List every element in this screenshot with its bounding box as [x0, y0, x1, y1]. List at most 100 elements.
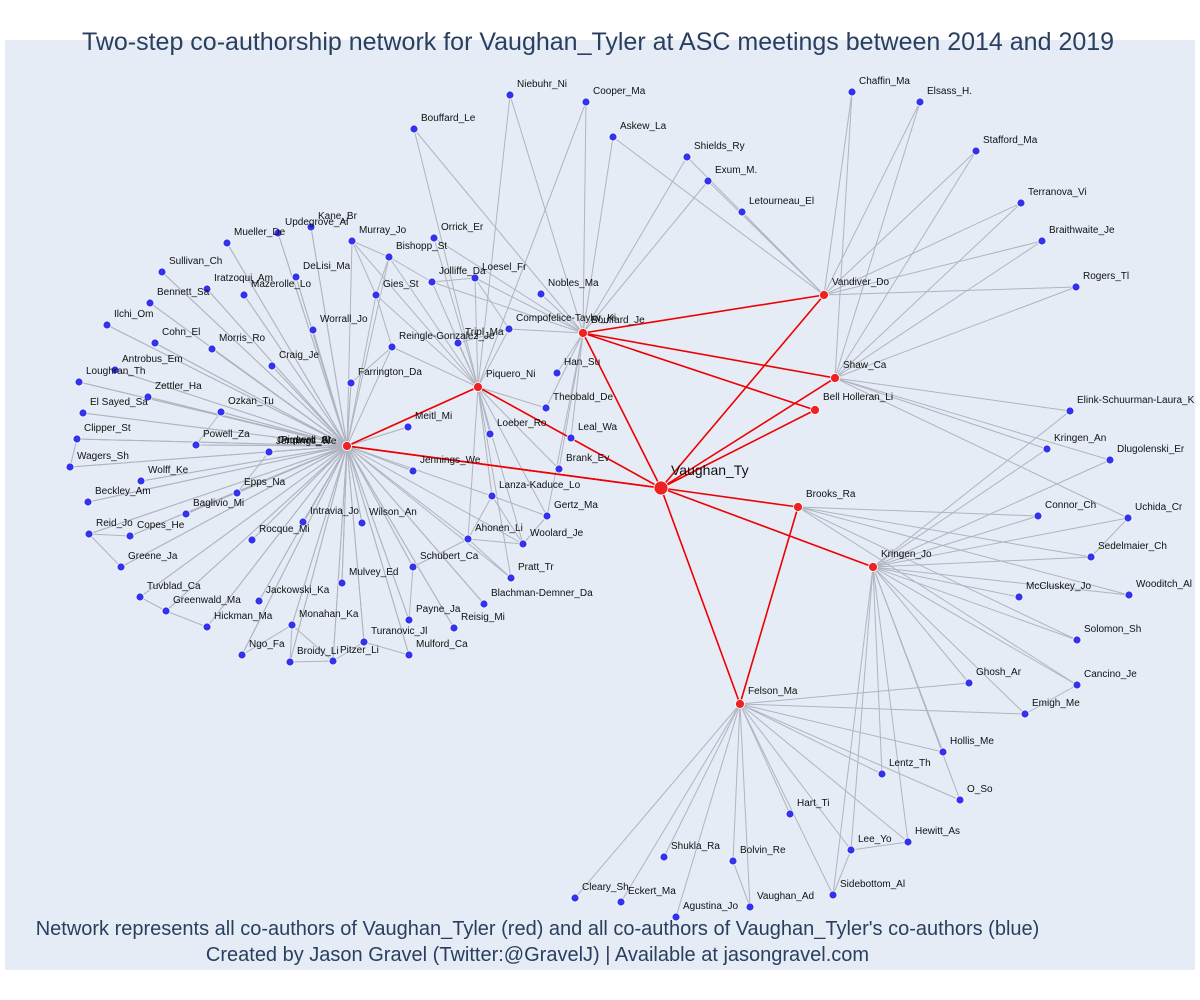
author-node[interactable] — [1086, 552, 1096, 562]
author-node[interactable] — [403, 422, 413, 432]
author-node[interactable] — [964, 678, 974, 688]
author-node[interactable] — [384, 252, 394, 262]
author-node[interactable] — [232, 488, 242, 498]
author-node[interactable] — [285, 657, 295, 667]
author-node[interactable] — [487, 491, 497, 501]
author-node[interactable] — [1033, 511, 1043, 521]
author-node[interactable] — [387, 342, 397, 352]
author-node[interactable] — [542, 511, 552, 521]
author-node[interactable] — [110, 365, 120, 375]
author-node[interactable] — [298, 517, 308, 527]
author-node[interactable] — [735, 699, 745, 709]
author-node[interactable] — [846, 845, 856, 855]
author-node[interactable] — [247, 535, 257, 545]
author-node[interactable] — [728, 856, 738, 866]
author-node[interactable] — [239, 290, 249, 300]
author-node[interactable] — [470, 273, 480, 283]
author-node[interactable] — [337, 578, 347, 588]
author-node[interactable] — [347, 236, 357, 246]
author-node[interactable] — [552, 368, 562, 378]
author-node[interactable] — [1071, 282, 1081, 292]
author-node[interactable] — [828, 890, 838, 900]
author-node[interactable] — [216, 407, 226, 417]
author-node[interactable] — [427, 277, 437, 287]
author-node[interactable] — [463, 534, 473, 544]
author-node[interactable] — [504, 324, 514, 334]
author-node[interactable] — [136, 476, 146, 486]
author-node[interactable] — [143, 392, 153, 402]
author-node[interactable] — [181, 509, 191, 519]
author-node[interactable] — [346, 378, 356, 388]
author-node[interactable] — [938, 747, 948, 757]
author-node[interactable] — [202, 622, 212, 632]
author-node[interactable] — [357, 518, 367, 528]
author-node[interactable] — [157, 267, 167, 277]
author-node[interactable] — [237, 650, 247, 660]
author-node[interactable] — [161, 606, 171, 616]
author-node[interactable] — [222, 238, 232, 248]
author-node[interactable] — [703, 176, 713, 186]
author-node[interactable] — [785, 809, 795, 819]
author-node[interactable] — [479, 599, 489, 609]
author-node[interactable] — [745, 902, 755, 912]
author-node[interactable] — [1123, 513, 1133, 523]
author-node[interactable] — [273, 228, 283, 238]
author-node[interactable] — [84, 529, 94, 539]
author-node[interactable] — [903, 837, 913, 847]
author-node[interactable] — [449, 623, 459, 633]
author-node[interactable] — [541, 403, 551, 413]
author-node[interactable] — [506, 573, 516, 583]
author-node[interactable] — [125, 531, 135, 541]
author-node[interactable] — [116, 562, 126, 572]
author-node[interactable] — [1016, 198, 1026, 208]
author-node[interactable] — [78, 408, 88, 418]
author-node[interactable] — [287, 620, 297, 630]
author-node[interactable] — [254, 596, 264, 606]
author-node[interactable] — [671, 912, 681, 922]
author-node[interactable] — [328, 656, 338, 666]
author-node[interactable] — [191, 440, 201, 450]
author-node[interactable] — [429, 233, 439, 243]
author-node[interactable] — [342, 441, 352, 451]
author-node[interactable] — [371, 290, 381, 300]
author-node[interactable] — [1020, 709, 1030, 719]
author-node[interactable] — [847, 87, 857, 97]
ego-node[interactable] — [653, 480, 669, 496]
author-node[interactable] — [1042, 444, 1052, 454]
author-node[interactable] — [72, 434, 82, 444]
author-node[interactable] — [267, 361, 277, 371]
author-node[interactable] — [608, 132, 618, 142]
author-node[interactable] — [915, 97, 925, 107]
author-node[interactable] — [868, 562, 878, 572]
author-node[interactable] — [682, 152, 692, 162]
author-node[interactable] — [83, 497, 93, 507]
author-node[interactable] — [150, 338, 160, 348]
author-node[interactable] — [473, 382, 483, 392]
author-node[interactable] — [1037, 236, 1047, 246]
author-node[interactable] — [145, 298, 155, 308]
author-node[interactable] — [65, 462, 75, 472]
author-node[interactable] — [306, 222, 316, 232]
author-node[interactable] — [581, 97, 591, 107]
author-node[interactable] — [453, 338, 463, 348]
author-node[interactable] — [955, 795, 965, 805]
author-node[interactable] — [877, 769, 887, 779]
author-node[interactable] — [102, 320, 112, 330]
author-node[interactable] — [1065, 406, 1075, 416]
author-node[interactable] — [1072, 680, 1082, 690]
author-node[interactable] — [308, 325, 318, 335]
author-node[interactable] — [737, 207, 747, 217]
author-node[interactable] — [404, 650, 414, 660]
author-node[interactable] — [505, 90, 515, 100]
author-node[interactable] — [291, 272, 301, 282]
author-node[interactable] — [971, 146, 981, 156]
author-node[interactable] — [135, 592, 145, 602]
author-node[interactable] — [578, 328, 588, 338]
author-node[interactable] — [570, 893, 580, 903]
author-node[interactable] — [518, 539, 528, 549]
author-node[interactable] — [536, 289, 546, 299]
author-node[interactable] — [1014, 592, 1024, 602]
author-node[interactable] — [830, 373, 840, 383]
author-node[interactable] — [659, 852, 669, 862]
